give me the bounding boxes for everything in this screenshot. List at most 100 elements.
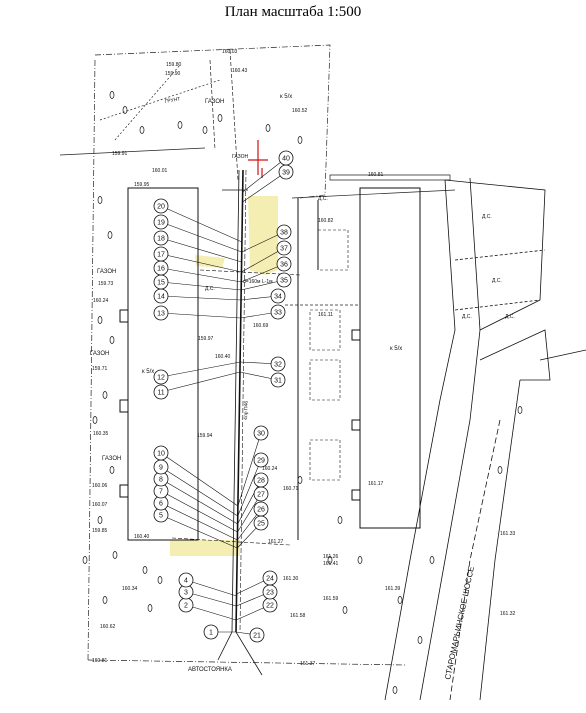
callout-number: 28 bbox=[257, 478, 265, 485]
callout-number: 14 bbox=[157, 294, 165, 301]
leader-17 bbox=[160, 253, 242, 273]
callout-number: 21 bbox=[253, 633, 261, 640]
callout-circle bbox=[270, 288, 286, 304]
callout-38: 38 bbox=[276, 224, 292, 240]
leader-36 bbox=[241, 263, 285, 283]
callout-25: 25 bbox=[253, 515, 269, 531]
callout-number: 15 bbox=[157, 280, 165, 287]
elevation-e17: 160.35 bbox=[93, 431, 109, 437]
callout-number: 34 bbox=[274, 294, 282, 301]
callout-number: 35 bbox=[280, 278, 288, 285]
label-ds-4: Д.С. bbox=[492, 278, 502, 284]
tree-symbol bbox=[109, 91, 115, 99]
label-ds-5: Д.С. bbox=[462, 314, 472, 320]
callout-28: 28 bbox=[253, 472, 269, 488]
callout-number: 38 bbox=[280, 230, 288, 237]
callout-circle bbox=[153, 198, 169, 214]
callout-6: 6 bbox=[153, 495, 169, 511]
callout-number: 6 bbox=[159, 501, 163, 508]
tree-symbol bbox=[337, 516, 343, 524]
tree-symbol bbox=[297, 476, 303, 484]
tree-symbol bbox=[342, 606, 348, 614]
callout-number: 31 bbox=[274, 378, 282, 385]
site-boundaries bbox=[59, 44, 456, 666]
tree-symbol bbox=[97, 316, 103, 324]
label-ds-6: Д.С. bbox=[505, 314, 515, 320]
callout-14: 14 bbox=[153, 288, 169, 304]
tree-symbol bbox=[157, 576, 163, 584]
label-autostoyanka: АВТОСТОЯНКА bbox=[188, 667, 232, 673]
tree-symbol bbox=[357, 556, 363, 564]
leader-4 bbox=[185, 579, 237, 597]
callout-1: 1 bbox=[203, 624, 219, 640]
tree-symbol bbox=[147, 604, 153, 612]
tree-symbol bbox=[97, 516, 103, 524]
elevation-e1: 159.80 bbox=[166, 62, 182, 68]
label-gazon-small: ГАЗОН bbox=[232, 154, 249, 160]
callout-19: 19 bbox=[153, 214, 169, 230]
tree-symbol bbox=[122, 106, 128, 114]
building-right bbox=[297, 187, 421, 540]
tree-symbol bbox=[82, 556, 88, 564]
elevation-e14: 160.69 bbox=[253, 323, 269, 329]
callout-35: 35 bbox=[276, 272, 292, 288]
callout-8: 8 bbox=[153, 471, 169, 487]
callout-number: 5 bbox=[159, 513, 163, 520]
elevation-e22: 160.07 bbox=[92, 502, 108, 508]
callout-number: 36 bbox=[280, 262, 288, 269]
elevation-e31: 161.58 bbox=[290, 613, 306, 619]
leader-29 bbox=[237, 459, 262, 517]
callout-circle bbox=[278, 150, 294, 166]
elevation-e6: 159.91 bbox=[112, 151, 128, 157]
elevation-e21: 160.06 bbox=[92, 483, 108, 489]
leader-30 bbox=[237, 432, 262, 507]
elevation-e16: 159.71 bbox=[92, 366, 108, 372]
tree-symbol bbox=[139, 126, 145, 134]
callout-37: 37 bbox=[276, 240, 292, 256]
callout-circle bbox=[276, 224, 292, 240]
leader-19 bbox=[160, 221, 242, 253]
tree-symbol bbox=[397, 596, 403, 604]
callout-circle bbox=[153, 305, 169, 321]
leader-12 bbox=[160, 361, 241, 378]
elevation-e15: 160.40 bbox=[215, 354, 231, 360]
elevation-e20: 160.71 bbox=[283, 486, 299, 492]
elevation-e36: 161.32 bbox=[500, 611, 516, 617]
callout-29: 29 bbox=[253, 452, 269, 468]
label-pipe-mid: 4лр П46 bbox=[243, 401, 250, 420]
tree-symbol bbox=[327, 556, 333, 564]
callout-circle bbox=[276, 240, 292, 256]
tree-symbol bbox=[102, 391, 108, 399]
callout-number: 22 bbox=[266, 603, 274, 610]
tree-symbol bbox=[102, 596, 108, 604]
leader-15 bbox=[160, 281, 242, 291]
elevation-e32: 160.62 bbox=[100, 624, 116, 630]
callout-12: 12 bbox=[153, 369, 169, 385]
callout-circle bbox=[270, 304, 286, 320]
callout-number: 2 bbox=[184, 603, 188, 610]
elevation-e11: 159.73 bbox=[98, 281, 114, 287]
callout-24: 24 bbox=[262, 570, 278, 586]
callout-number: 17 bbox=[157, 252, 165, 259]
tree-symbol bbox=[497, 466, 503, 474]
callout-27: 27 bbox=[253, 486, 269, 502]
elevation-e5: 160.52 bbox=[292, 108, 308, 114]
callout-number: 32 bbox=[274, 362, 282, 369]
plan-title: План масштаба 1:500 bbox=[224, 4, 362, 20]
red-marker bbox=[248, 140, 268, 178]
elevation-e25: 161.27 bbox=[268, 539, 284, 545]
elevation-e12: 160.24 bbox=[93, 298, 109, 304]
callout-circle bbox=[253, 425, 269, 441]
tree-symbol bbox=[97, 196, 103, 204]
callout-number: 9 bbox=[159, 465, 163, 472]
leader-37 bbox=[241, 247, 285, 273]
callout-4: 4 bbox=[178, 572, 194, 588]
label-gazon-left3: ГАЗОН bbox=[102, 456, 121, 462]
label-gazon-top: ГАЗОН bbox=[205, 99, 224, 105]
callout-number: 13 bbox=[157, 311, 165, 318]
callout-number: 26 bbox=[257, 507, 265, 514]
callout-circle bbox=[178, 572, 194, 588]
elevation-e26: 161.26 bbox=[323, 554, 339, 560]
